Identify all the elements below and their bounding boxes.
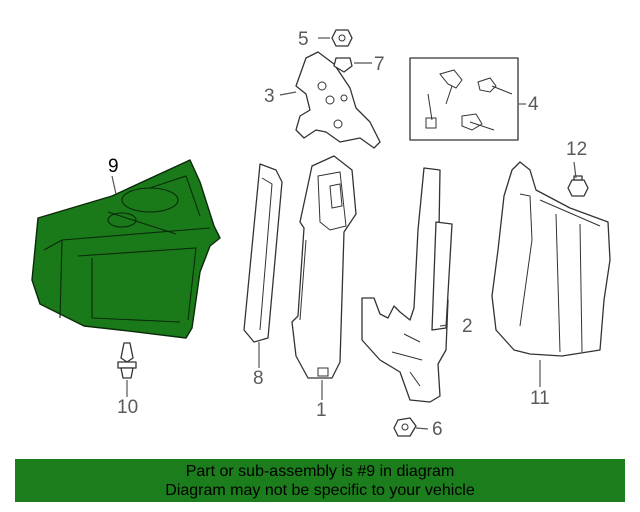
callout-8: 8 bbox=[253, 368, 264, 389]
part-8-seal[interactable] bbox=[243, 163, 283, 343]
callout-4: 4 bbox=[528, 94, 539, 115]
callout-7: 7 bbox=[374, 54, 385, 75]
part-5-nut[interactable] bbox=[331, 29, 353, 47]
callout-5: 5 bbox=[298, 29, 309, 50]
callout-9: 9 bbox=[108, 156, 119, 177]
callout-11: 11 bbox=[530, 388, 550, 409]
callout-6: 6 bbox=[432, 419, 443, 440]
part-1-radiator[interactable] bbox=[291, 155, 357, 379]
callout-labels: 9 5 7 3 4 12 2 8 1 11 10 6 bbox=[108, 29, 587, 440]
callout-2: 2 bbox=[462, 316, 473, 337]
part-7-clip[interactable] bbox=[333, 57, 353, 73]
banner-line-1: Part or sub-assembly is #9 in diagram bbox=[185, 463, 455, 480]
callout-10: 10 bbox=[117, 397, 138, 418]
part-3-bracket[interactable] bbox=[295, 51, 381, 149]
part-10-push-pin[interactable] bbox=[117, 342, 137, 379]
callout-3: 3 bbox=[264, 86, 275, 107]
part-12-bolt[interactable] bbox=[567, 175, 589, 197]
part-6-nut[interactable] bbox=[393, 417, 417, 437]
callout-1: 1 bbox=[316, 400, 327, 421]
callout-12: 12 bbox=[566, 139, 587, 160]
banner-line-2: Diagram may not be specific to your vehi… bbox=[165, 482, 475, 499]
part-9-highlighted[interactable] bbox=[31, 159, 221, 339]
part-4-bolt-kit[interactable] bbox=[409, 57, 519, 141]
leader-lines bbox=[111, 37, 577, 430]
info-banner: Part or sub-assembly is #9 in diagram Di… bbox=[15, 459, 625, 502]
part-2-bracket[interactable] bbox=[361, 167, 453, 403]
part-11-shroud[interactable] bbox=[491, 161, 611, 357]
